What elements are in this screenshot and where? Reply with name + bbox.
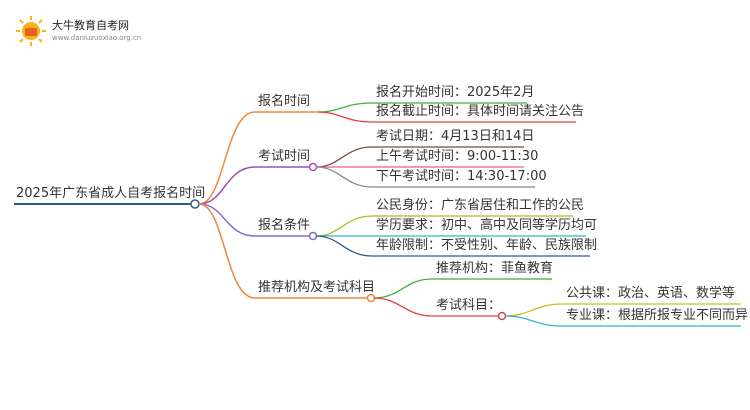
leaf-curve-2-2 [315,235,373,257]
branch-label-exam-time: 考试时间 [258,149,311,164]
leaf-label: 年龄限制：不受性别、年龄、民族限制 [376,238,598,253]
leaf-label: 考试科目： [436,298,502,313]
branch-node-dot-2 [308,231,318,241]
site-logo: 大牛教育自考网 www.daniuzuoxiao.org.cn [14,14,141,48]
branch-label-conditions: 报名条件 [258,218,311,233]
leaf-curve-0-1 [317,111,373,123]
branch-label-institutions: 推荐机构及考试科目 [258,280,376,295]
leaf-curve-1-0 [315,146,373,168]
leaf-label: 报名开始时间：2025年2月 [376,85,535,100]
branch-curve-0 [198,111,256,205]
leaf-label: 考试日期：4月13日和14日 [376,129,535,144]
branch-curve-2 [198,203,256,237]
leaf-curve-3-0 [373,278,433,299]
leaf-label: 报名截止时间：具体时间请关注公告 [376,104,585,119]
leaf-label: 公共课：政治、英语、数学等 [566,286,736,301]
root-label: 2025年广东省成人自考报名时间 [16,186,206,201]
branch-label-time: 报名时间 [258,94,311,109]
leaf-label: 推荐机构：菲鱼教育 [436,261,554,276]
branch-curve-3 [198,203,256,299]
leaf-curve-0-0 [317,102,373,113]
branch-node-dot-1 [308,162,318,172]
site-name: 大牛教育自考网 [52,19,129,32]
leaf-label: 公民身份：广东省居住和工作的公民 [376,198,585,213]
leaf-label: 专业课：根据所报专业不同而异 [566,308,749,323]
leaf-curve-3-1 [373,297,433,317]
leaf-curve-1-2 [315,166,373,188]
leaf-label: 学历要求：初中、高中及同等学历均可 [376,218,598,233]
leaf-curve-2-0 [315,215,373,237]
leaf-label: 下午考试时间：14:30-17:00 [376,169,547,184]
leaf-label: 上午考试时间：9:00-11:30 [376,149,539,164]
sun-book-icon [14,14,48,48]
branch-curve-1 [198,166,256,205]
leaf-curve-3-1-1 [504,315,563,327]
leaf-curve-3-1-0 [504,303,563,317]
site-url: www.daniuzuoxiao.org.cn [52,34,142,42]
